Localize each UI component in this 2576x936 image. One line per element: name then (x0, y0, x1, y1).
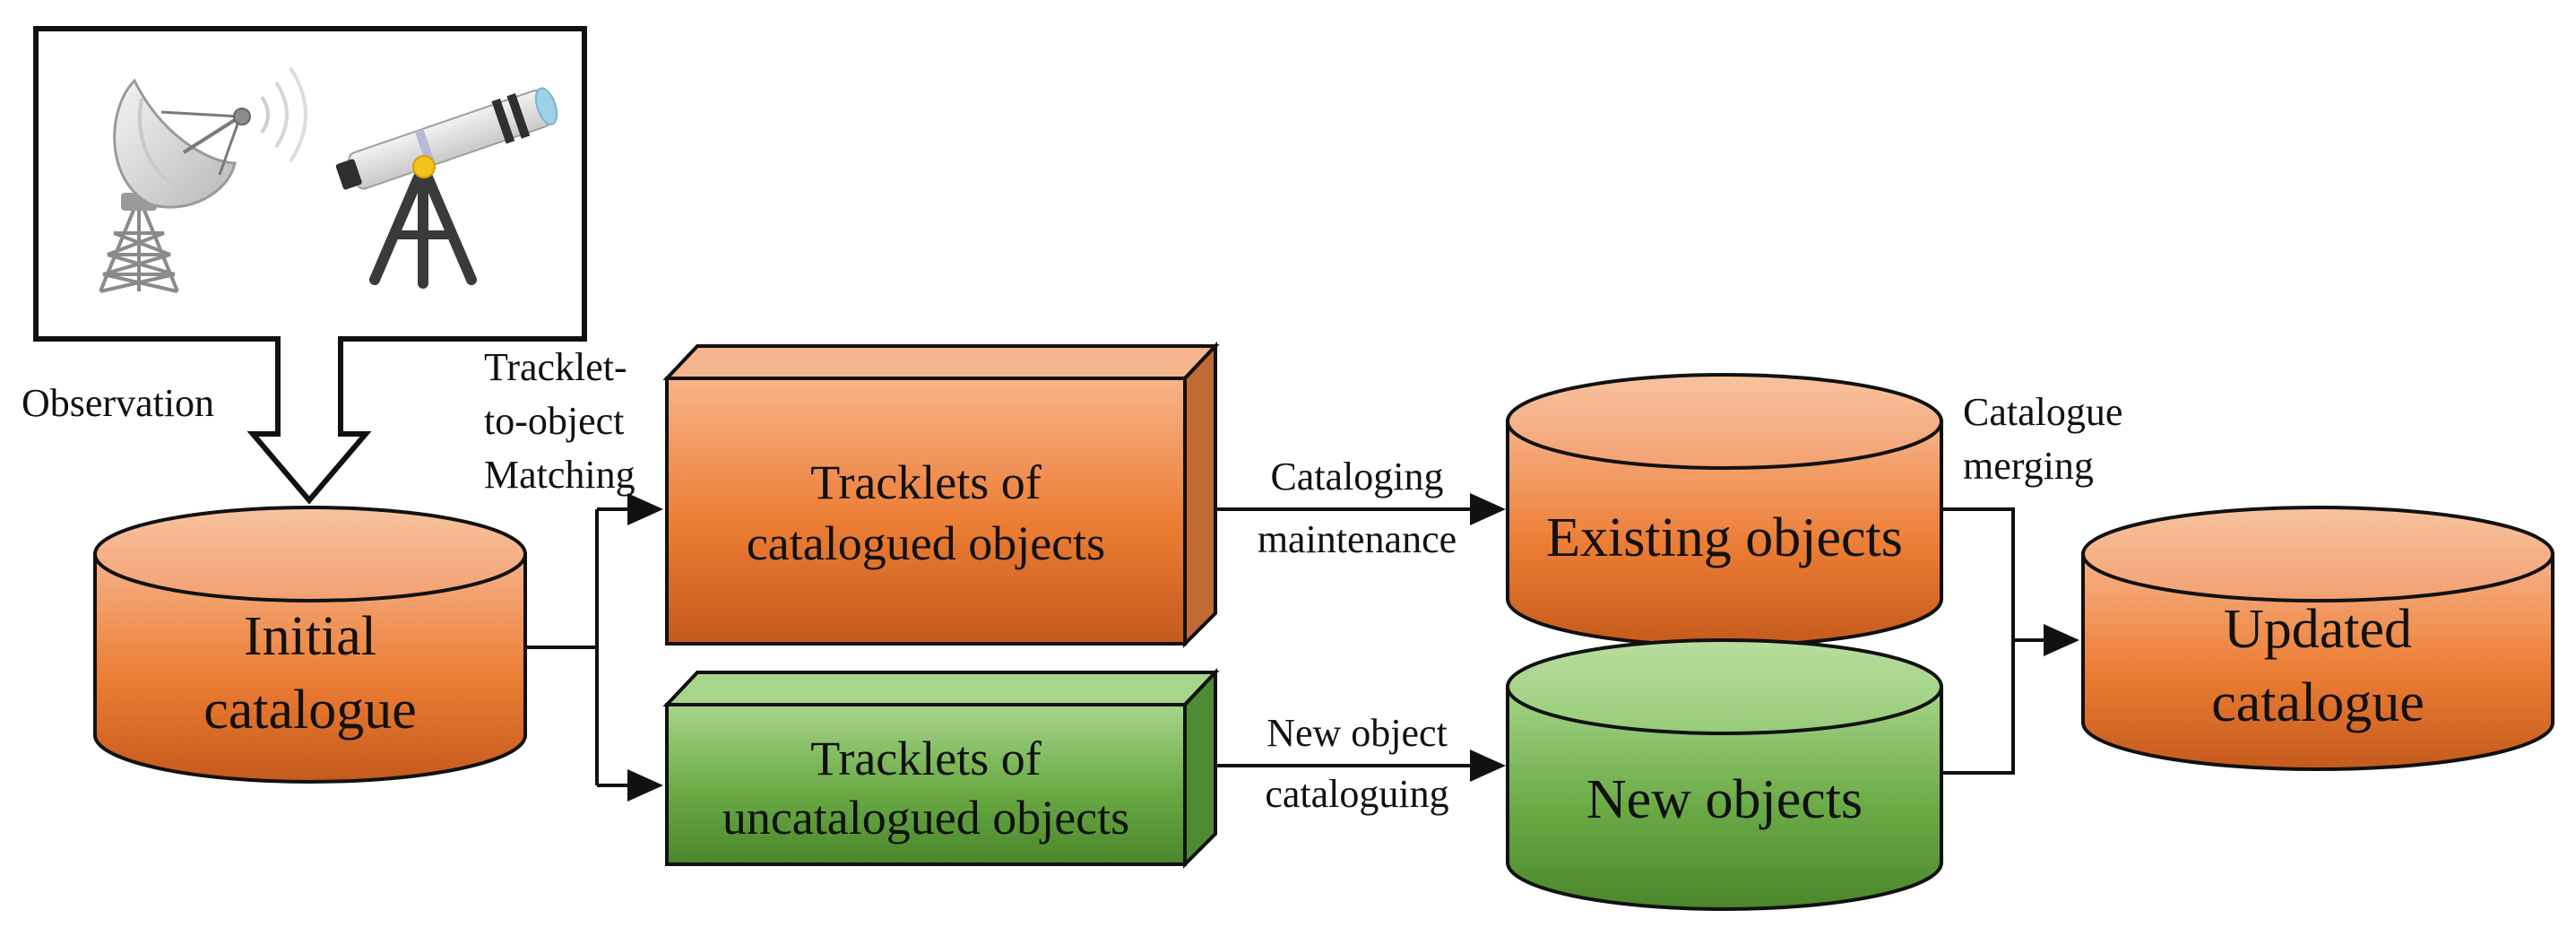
node-initial-catalogue: Initial catalogue (93, 506, 527, 784)
new-objects-label: New objects (1586, 769, 1863, 830)
arrowhead-to-existing (1470, 493, 1506, 525)
updated-catalogue-line2: catalogue (2211, 672, 2425, 733)
updated-catalogue-line1: Updated (2224, 599, 2412, 660)
tracklets-uncatalogued-line2: uncatalogued objects (722, 791, 1129, 845)
node-tracklets-uncatalogued: Tracklets of uncatalogued objects (662, 667, 1220, 869)
arrowhead-to-updated (2044, 624, 2079, 656)
initial-catalogue-line2: catalogue (203, 680, 417, 741)
cataloging-maintenance-label: Cataloging maintenance (1258, 455, 1457, 561)
tracklets-catalogued-line2: catalogued objects (747, 516, 1105, 570)
catalogue-merging-line1: Catalogue (1963, 390, 2122, 434)
cataloging-maintenance-line2: maintenance (1258, 517, 1457, 561)
tracklets-uncatalogued-line1: Tracklets of (810, 732, 1041, 785)
new-object-cataloguing-label: New object cataloguing (1265, 711, 1448, 816)
arrowhead-to-new (1470, 750, 1506, 782)
matching-label: Tracklet- to-object Matching (484, 345, 635, 497)
existing-objects-label: Existing objects (1546, 507, 1903, 568)
radar-dish-icon (99, 66, 307, 293)
cataloging-maintenance-line1: Cataloging (1270, 455, 1443, 498)
connectors (527, 507, 2044, 787)
matching-label-line3: Matching (484, 453, 635, 497)
new-object-cataloguing-line2: cataloguing (1265, 772, 1448, 816)
arrowhead-to-catalogued (627, 493, 663, 525)
split-connector (527, 507, 627, 787)
observation-label: Observation (22, 381, 214, 425)
tracklets-catalogued-line1: Tracklets of (810, 455, 1041, 509)
telescope-icon (335, 87, 558, 289)
matching-label-line1: Tracklet- (484, 345, 627, 389)
node-updated-catalogue: Updated catalogue (2081, 506, 2554, 771)
initial-catalogue-line1: Initial (244, 606, 376, 667)
node-new-objects: New objects (1506, 638, 1943, 911)
catalogue-merging-line2: merging (1963, 444, 2094, 488)
new-object-cataloguing-line1: New object (1266, 711, 1448, 755)
catalogue-merging-label: Catalogue merging (1963, 390, 2122, 488)
node-tracklets-catalogued: Tracklets of catalogued objects (662, 341, 1220, 648)
node-existing-objects: Existing objects (1506, 373, 1943, 647)
arrowheads (627, 493, 2079, 802)
merge-connector (1943, 507, 2044, 775)
arrowhead-to-uncatalogued (627, 769, 663, 802)
matching-label-line2: to-object (484, 399, 624, 443)
